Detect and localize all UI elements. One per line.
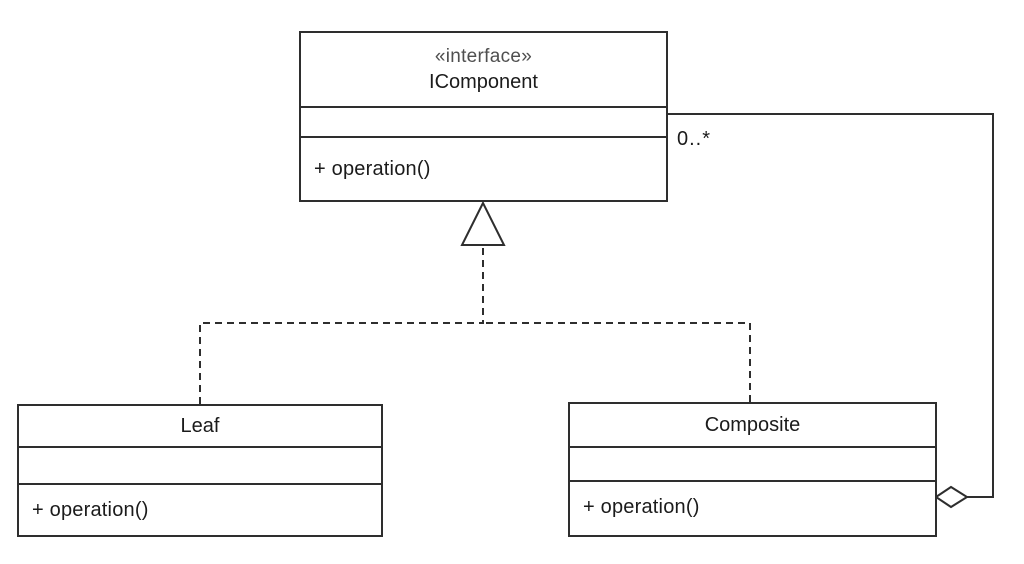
icomponent-title-compartment: «interface» IComponent (301, 33, 666, 106)
realization-line-composite (483, 322, 751, 402)
leaf-attributes-compartment (19, 446, 381, 483)
leaf-title-compartment: Leaf (19, 406, 381, 446)
class-icomponent: «interface» IComponent + operation() (299, 31, 668, 202)
composite-title-compartment: Composite (570, 404, 935, 446)
aggregation-multiplicity-label: 0..* (677, 128, 712, 150)
aggregation-diamond-icon (934, 485, 969, 509)
leaf-name: Leaf (180, 414, 220, 437)
class-leaf: Leaf + operation() (17, 404, 383, 537)
composite-methods-compartment: + operation() (570, 480, 935, 533)
class-composite: Composite + operation() (568, 402, 937, 537)
composite-attributes-compartment (570, 446, 935, 480)
realization-triangle-icon (460, 200, 506, 246)
icomponent-method-operation: + operation() (314, 157, 431, 180)
icomponent-attributes-compartment (301, 106, 666, 136)
icomponent-stereotype: «interface» (434, 45, 533, 67)
realization-line-leaf (199, 246, 484, 404)
icomponent-methods-compartment: + operation() (301, 136, 666, 200)
composite-name: Composite (704, 413, 801, 436)
leaf-method-operation: + operation() (32, 498, 149, 521)
leaf-methods-compartment: + operation() (19, 483, 381, 535)
composite-method-operation: + operation() (583, 496, 700, 518)
icomponent-name: IComponent (429, 70, 538, 93)
